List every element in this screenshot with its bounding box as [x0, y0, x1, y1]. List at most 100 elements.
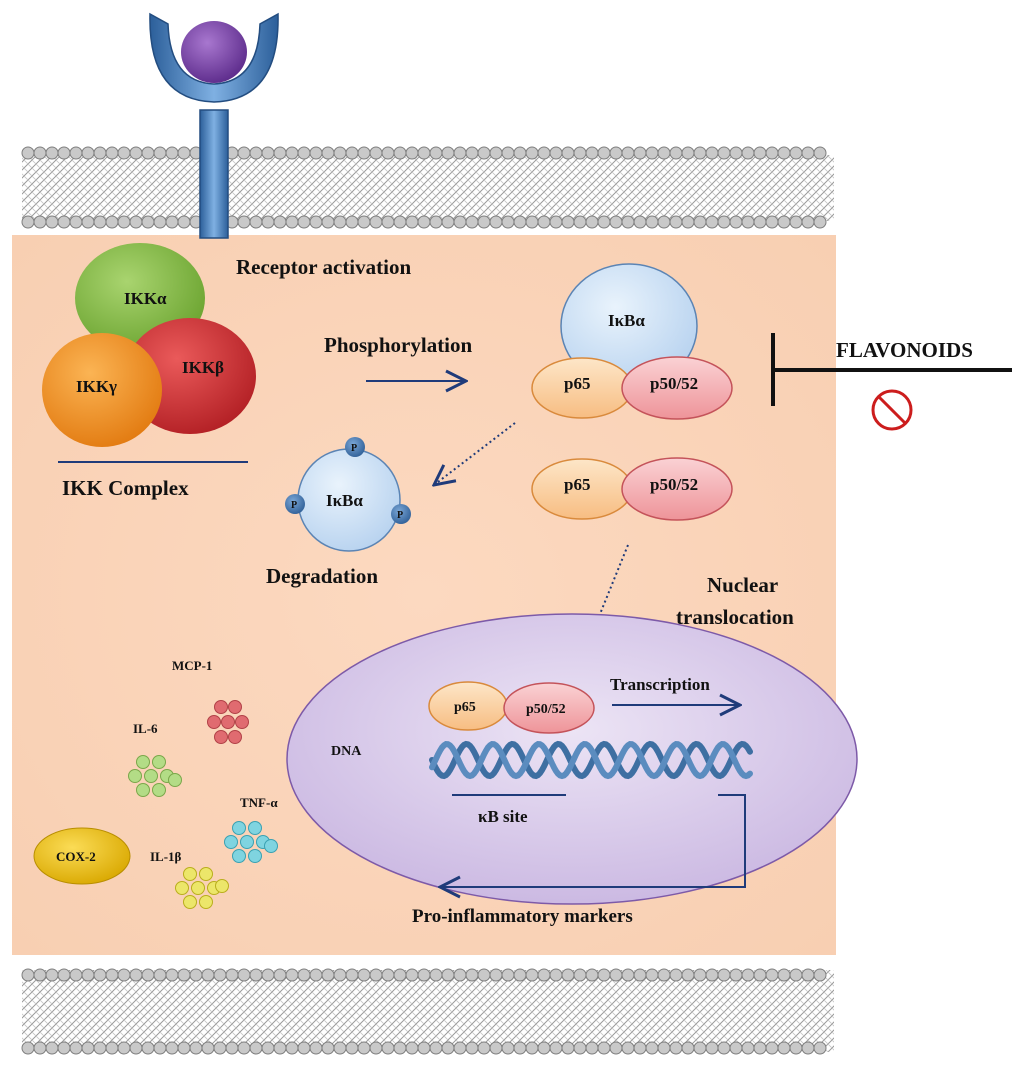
lipid-head [753, 968, 767, 982]
lipid-head [141, 146, 155, 160]
lipid-head [429, 146, 443, 160]
marker-dot [152, 755, 166, 769]
lipid-head [705, 146, 719, 160]
flavonoids-label: FLAVONOIDS [836, 338, 973, 362]
lipid-head [105, 215, 119, 229]
lipid-head [249, 215, 263, 229]
lipid-head [153, 968, 167, 982]
lipid-head [69, 215, 83, 229]
lipid-head [21, 968, 35, 982]
lipid-head [777, 146, 791, 160]
ikba-nfkb-complex: IκBα p65 p50/52 [531, 263, 733, 420]
lipid-head [777, 1041, 791, 1055]
lipid-head [693, 146, 707, 160]
lipid-head [525, 215, 539, 229]
receptor [149, 12, 279, 239]
receptor-activation-label: Receptor activation [236, 255, 411, 279]
lipid-head [321, 146, 335, 160]
lipid-head [525, 146, 539, 160]
lipid-head [393, 215, 407, 229]
lipid-head [165, 1041, 179, 1055]
lipid-head [753, 146, 767, 160]
lipid-head [81, 146, 95, 160]
lipid-head [705, 968, 719, 982]
lipid-head [501, 215, 515, 229]
nuclear-label-line1: Nuclear [707, 573, 778, 597]
lipid-head [45, 215, 59, 229]
lipid-head [741, 968, 755, 982]
lipid-head [489, 146, 503, 160]
lipid-head [417, 1041, 431, 1055]
lipid-head [189, 1041, 203, 1055]
p65-bound-label: p65 [564, 374, 590, 393]
lipid-head [525, 968, 539, 982]
lipid-head [177, 1041, 191, 1055]
lipid-head [741, 146, 755, 160]
lipid-head [597, 1041, 611, 1055]
lipid-head [297, 215, 311, 229]
lipid-head [21, 215, 35, 229]
cox2-label: COX-2 [56, 849, 96, 864]
lipid-head [597, 146, 611, 160]
lipid-head [321, 1041, 335, 1055]
pro-inflammatory-label: Pro-inflammatory markers [412, 906, 633, 927]
lipid-head [729, 1041, 743, 1055]
lipid-head [633, 1041, 647, 1055]
lipid-head [405, 215, 419, 229]
lipid-head [297, 968, 311, 982]
lipid-head [393, 968, 407, 982]
dna-helix [429, 740, 753, 780]
phospho-label-left: P [291, 500, 297, 511]
lipid-head [501, 146, 515, 160]
lipid-head [117, 1041, 131, 1055]
lipid-head [645, 968, 659, 982]
lipid-head [213, 968, 227, 982]
lipid-head [33, 215, 47, 229]
lipid-head [33, 1041, 47, 1055]
lipid-head [573, 215, 587, 229]
lipid-head [105, 968, 119, 982]
lipid-head [609, 215, 623, 229]
lipid-head [213, 1041, 227, 1055]
lipid-head [789, 146, 803, 160]
marker-dot [168, 773, 182, 787]
lipid-head [741, 215, 755, 229]
lipid-head [669, 146, 683, 160]
lipid-head [765, 1041, 779, 1055]
dna-strand [429, 741, 753, 780]
lipid-head [333, 968, 347, 982]
lipid-head [129, 146, 143, 160]
degradation-label: Degradation [266, 564, 378, 588]
phosphorylated-ikba: IκBα P P P Degradation [266, 437, 411, 588]
tnfa-label: TNF-α [240, 795, 278, 810]
lipid-head [69, 146, 83, 160]
lipid-head [345, 215, 359, 229]
lipid-head [369, 968, 383, 982]
lipid-head [789, 968, 803, 982]
lipid-head [21, 1041, 35, 1055]
lipid-head [345, 146, 359, 160]
lipid-head [465, 1041, 479, 1055]
phospho-top [345, 437, 365, 457]
lipid-head [513, 146, 527, 160]
lipid-head [69, 968, 83, 982]
lipid-head [393, 1041, 407, 1055]
lipid-head [573, 968, 587, 982]
marker-dot [128, 769, 142, 783]
lipid-head [765, 968, 779, 982]
lipid-head [477, 968, 491, 982]
lipid-head [57, 215, 71, 229]
lipid-head [765, 146, 779, 160]
lipid-head [645, 215, 659, 229]
no-sign-icon [871, 389, 913, 431]
lipid-head [333, 215, 347, 229]
lipid-head [789, 1041, 803, 1055]
lipid-head [537, 968, 551, 982]
nfkb-on-dna: p65 p50/52 [428, 681, 595, 734]
lipid-head [321, 215, 335, 229]
lipid-head [357, 146, 371, 160]
lipid-head [753, 215, 767, 229]
lipid-head [477, 215, 491, 229]
lipid-head [153, 215, 167, 229]
